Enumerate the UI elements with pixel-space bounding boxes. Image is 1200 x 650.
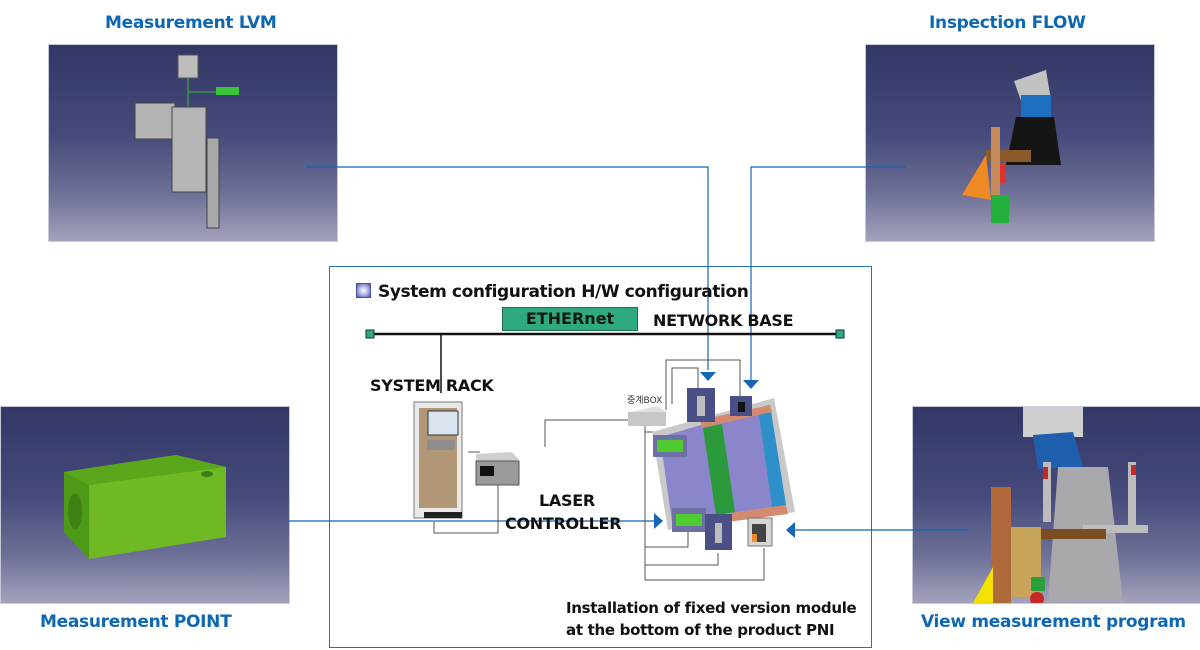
view-program-render (973, 407, 1148, 603)
inspection-flow-image (865, 44, 1155, 242)
arrow-measurement-point (654, 513, 663, 529)
arrow-lvm (700, 372, 716, 381)
system-rack-label: SYSTEM RACK (370, 376, 494, 395)
bus-terminal-left (365, 329, 375, 339)
product-jig-image (652, 398, 795, 530)
installation-note: Installation of fixed version module at … (566, 597, 857, 641)
hw-config-heading: System configuration H/W configuration (356, 282, 749, 302)
measurement-point-image (0, 406, 290, 604)
thumbnail-lvm-bottom (705, 514, 732, 550)
measurement-point-render (64, 455, 226, 559)
thumbnail-flow-top (730, 396, 752, 416)
caption-inspection-flow: Inspection FLOW (929, 13, 1086, 33)
heading-text: System configuration H/W configuration (378, 282, 749, 302)
caption-measurement-point: Measurement POINT (40, 612, 232, 632)
connector-inspection-flow (750, 166, 906, 380)
caption-measurement-lvm: Measurement LVM (105, 13, 277, 33)
inspection-flow-render (962, 70, 1061, 223)
arrow-inspection-flow (743, 380, 759, 389)
lvm-sensor-render (134, 54, 239, 229)
thumbnail-lvm-top (687, 388, 715, 422)
laser-controller-label-line1: LASER (539, 491, 595, 510)
installation-note-line2: at the bottom of the product PNI (566, 621, 835, 639)
view-program-image (912, 406, 1200, 604)
relay-box-device (628, 406, 667, 426)
connector-lvm (306, 166, 709, 370)
network-base-label: NETWORK BASE (653, 311, 794, 330)
relay-box-label: 중계BOX (627, 396, 663, 406)
heading-bullet-icon (356, 283, 371, 298)
thumbnail-point-top (653, 435, 687, 457)
ethernet-label: ETHERnet (502, 307, 638, 331)
bus-terminal-right (835, 329, 845, 339)
installation-note-line1: Installation of fixed version module (566, 599, 857, 617)
measurement-lvm-image (48, 44, 338, 242)
caption-view-program: View measurement program (921, 612, 1186, 632)
thumbnail-program-bottom (747, 517, 773, 547)
arrow-view-program (786, 522, 795, 538)
hw-configuration-box (329, 266, 872, 648)
system-rack-device (413, 401, 463, 519)
laser-controller-label-line2: CONTROLLER (505, 514, 622, 533)
thumbnail-point-bottom (672, 508, 706, 532)
laser-controller-device (475, 452, 520, 486)
